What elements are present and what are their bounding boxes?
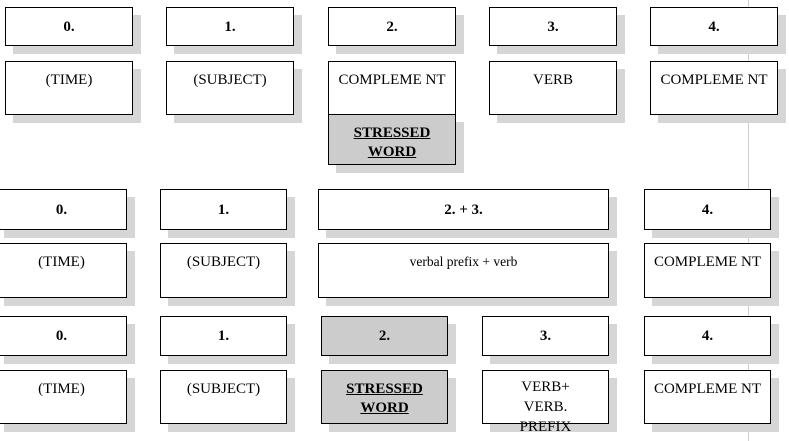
d2-label-complement: COMPLEME NT — [644, 243, 771, 298]
d2-number-0: 0. — [0, 189, 127, 230]
d1-number-3: 3. — [489, 7, 617, 46]
d2-label-subject: (SUBJECT) — [160, 243, 287, 298]
d1-label-subject: (SUBJECT) — [166, 61, 294, 115]
d1-stressed-word: STRESSED WORD — [328, 114, 456, 165]
d3-number-3: 3. — [482, 316, 609, 356]
d1-label-complement: COMPLEME NT — [328, 61, 456, 115]
d3-number-1: 1. — [160, 316, 287, 356]
d3-number-4: 4. — [644, 316, 771, 356]
d2-number-4: 4. — [644, 189, 771, 230]
d3-stressed-word: STRESSED WORD — [321, 370, 448, 424]
d3-label-subject: (SUBJECT) — [160, 370, 287, 424]
d2-number-2-3: 2. + 3. — [318, 189, 609, 230]
d1-number-1: 1. — [166, 7, 294, 46]
d3-label-time: (TIME) — [0, 370, 127, 424]
d2-label-time: (TIME) — [0, 243, 127, 298]
d2-label-prefix-verb: verbal prefix + verb — [318, 243, 609, 298]
d1-number-0: 0. — [5, 7, 133, 46]
d1-number-4: 4. — [650, 7, 778, 46]
d1-number-2: 2. — [328, 7, 456, 46]
d1-label-verb: VERB — [489, 61, 617, 115]
d3-label-verb-prefix: VERB+ VERB. PREFIX — [482, 370, 609, 435]
d3-number-2: 2. — [321, 316, 448, 356]
d1-label-complement-right: COMPLEME NT — [650, 61, 778, 115]
d1-label-time: (TIME) — [5, 61, 133, 115]
d2-number-1: 1. — [160, 189, 287, 230]
d3-label-complement: COMPLEME NT — [644, 370, 771, 424]
d3-number-0: 0. — [0, 316, 127, 356]
